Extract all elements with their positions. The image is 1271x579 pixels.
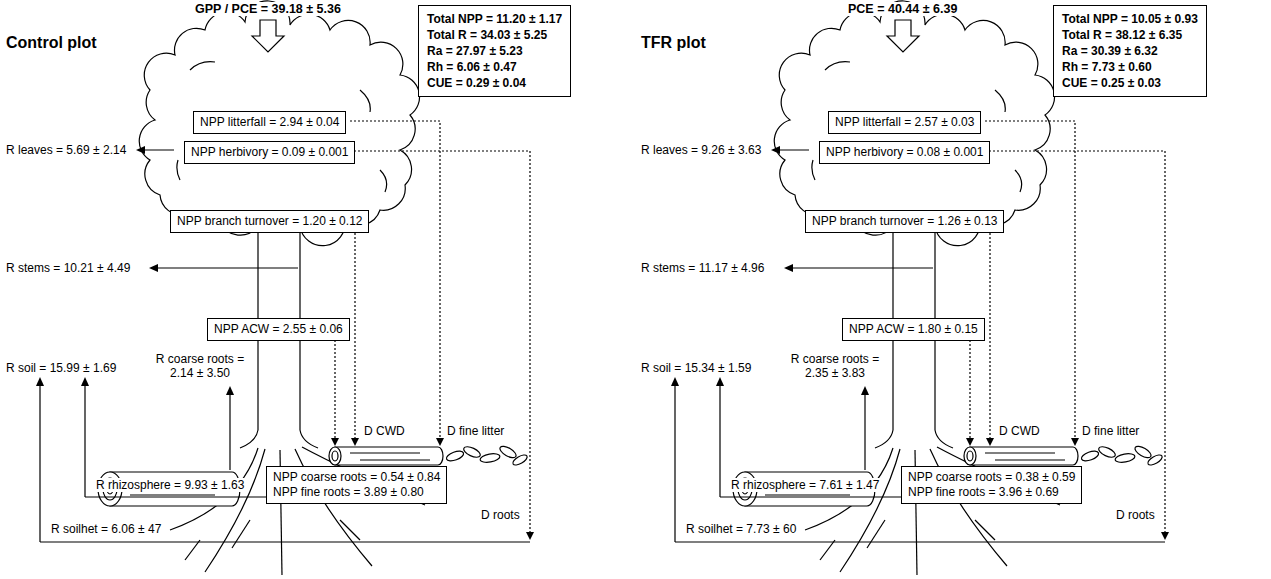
npp-box: NPP litterfall = 2.94 ± 0.04 [193, 111, 346, 134]
npp-box: NPP herbivory = 0.08 ± 0.001 [819, 141, 990, 164]
summary-box: Total NPP = 11.20 ± 1.17Total R = 34.03 … [418, 5, 571, 97]
summary-box: Total NPP = 10.05 ± 0.93Total R = 38.12 … [1053, 5, 1207, 97]
root-npp-box: NPP coarse roots = 0.54 ± 0.84NPP fine r… [266, 466, 447, 504]
value-text: Rh = 6.06 ± 0.47 [427, 59, 562, 75]
value-text: Total NPP = 11.20 ± 1.17 [427, 11, 562, 27]
detritus-label: D CWD [998, 424, 1041, 438]
value-text: NPP fine roots = 3.96 ± 0.69 [908, 485, 1075, 500]
value-text: Ra = 30.39 ± 6.32 [1062, 43, 1198, 59]
value-text: Rh = 7.73 ± 0.60 [1062, 59, 1198, 75]
flux-label: R leaves = 5.69 ± 2.14 [5, 143, 127, 157]
value-text: CUE = 0.29 ± 0.04 [427, 75, 562, 91]
detritus-label: D fine litter [446, 424, 505, 438]
value-text: Ra = 27.97 ± 5.23 [427, 43, 562, 59]
detritus-label: D roots [1115, 508, 1156, 522]
flux-label: R soil = 15.34 ± 1.59 [640, 361, 752, 375]
npp-box: NPP ACW = 2.55 ± 0.06 [207, 318, 350, 341]
value-text: Total R = 34.03 ± 5.25 [427, 27, 562, 43]
detritus-label: D fine litter [1081, 424, 1140, 438]
value-text: Total R = 38.12 ± 6.35 [1062, 27, 1198, 43]
flux-label: R rhizosphere = 9.93 ± 1.63 [95, 478, 245, 492]
gpp-title: GPP / PCE = 39.18 ± 5.36 [194, 2, 342, 16]
value-text: NPP ACW = 1.80 ± 0.15 [849, 322, 978, 337]
panel-title: Control plot [5, 33, 98, 52]
npp-box: NPP ACW = 1.80 ± 0.15 [842, 318, 985, 341]
detritus-label: D CWD [363, 424, 406, 438]
root-npp-box: NPP coarse roots = 0.38 ± 0.59NPP fine r… [901, 466, 1082, 504]
flux-label: R soil = 15.99 ± 1.69 [5, 361, 117, 375]
value-text: NPP coarse roots = 0.38 ± 0.59 [908, 470, 1075, 485]
value-text: CUE = 0.25 ± 0.03 [1062, 75, 1198, 91]
value-text: NPP fine roots = 3.89 ± 0.80 [273, 485, 440, 500]
npp-box: NPP herbivory = 0.09 ± 0.001 [184, 141, 355, 164]
value-text: NPP ACW = 2.55 ± 0.06 [214, 322, 343, 337]
value-text: NPP litterfall = 2.94 ± 0.04 [200, 115, 339, 130]
value-text: NPP branch turnover = 1.26 ± 0.13 [812, 214, 997, 229]
flux-label: R coarse roots = 2.35 ± 3.83 [778, 352, 892, 380]
gpp-title: PCE = 40.44 ± 6.39 [847, 2, 958, 16]
detritus-label: D roots [480, 508, 521, 522]
npp-box: NPP branch turnover = 1.26 ± 0.13 [805, 210, 1004, 233]
flux-label: R soilhet = 7.73 ± 60 [685, 522, 797, 536]
flux-label: R leaves = 9.26 ± 3.63 [640, 143, 762, 157]
npp-box: NPP litterfall = 2.57 ± 0.03 [828, 111, 981, 134]
value-text: NPP herbivory = 0.08 ± 0.001 [826, 145, 983, 160]
flux-label: R coarse roots = 2.14 ± 3.50 [143, 352, 257, 380]
flux-label: R rhizosphere = 7.61 ± 1.47 [730, 478, 880, 492]
value-text: Total NPP = 10.05 ± 0.93 [1062, 11, 1198, 27]
value-text: NPP litterfall = 2.57 ± 0.03 [835, 115, 974, 130]
npp-box: NPP branch turnover = 1.20 ± 0.12 [170, 210, 369, 233]
flux-label: R stems = 10.21 ± 4.49 [5, 261, 131, 275]
flux-label: R soilhet = 6.06 ± 47 [50, 522, 162, 536]
value-text: NPP coarse roots = 0.54 ± 0.84 [273, 470, 440, 485]
panel-title: TFR plot [640, 33, 707, 52]
value-text: NPP branch turnover = 1.20 ± 0.12 [177, 214, 362, 229]
flux-label: R stems = 11.17 ± 4.96 [640, 261, 765, 275]
value-text: NPP herbivory = 0.09 ± 0.001 [191, 145, 348, 160]
